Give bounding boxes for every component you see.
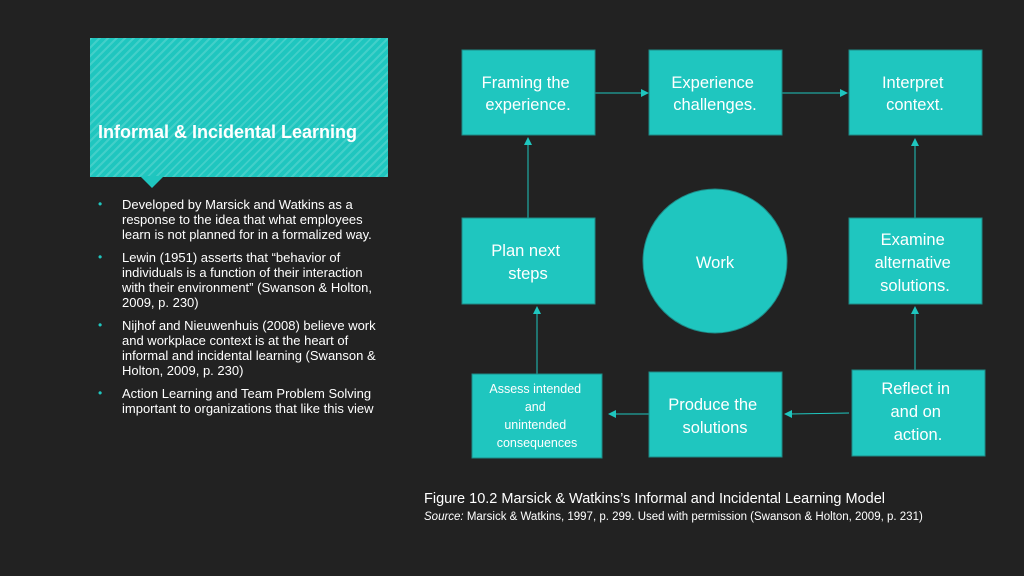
- arrow-reflect-to-produce: [789, 412, 850, 415]
- step-examine-box: [848, 217, 983, 305]
- arrow-head-icon: [911, 306, 919, 314]
- figure-source: Source: Marsick & Watkins, 1997, p. 299.…: [424, 510, 1020, 524]
- arrow-head-icon: [524, 137, 532, 145]
- step-assess-label: Assess intended and unintended consequen…: [489, 382, 584, 450]
- arrow-head-icon: [840, 89, 848, 97]
- bullet-text: Nijhof and Nieuwenhuis (2008) believe wo…: [122, 318, 376, 378]
- step-reflect-box: [851, 369, 986, 457]
- bullet-dot-icon: •: [98, 318, 103, 332]
- bullet-item: • Developed by Marsick and Watkins as a r…: [96, 197, 388, 242]
- bullet-list: • Developed by Marsick and Watkins as a r…: [96, 197, 388, 424]
- step-framing-label: Framing the experience.: [482, 74, 575, 114]
- step-experience-box: [648, 49, 783, 136]
- arrow-head-icon: [911, 138, 919, 146]
- bullet-item: • Lewin (1951) asserts that “behavior of …: [96, 250, 388, 310]
- step-examine-label: Examine alternative solutions.: [875, 231, 956, 295]
- bullet-dot-icon: •: [98, 386, 103, 400]
- step-plan-box: [461, 217, 596, 305]
- step-reflect-label: Reflect in and on action.: [881, 380, 954, 444]
- arrow-head-icon: [784, 410, 792, 418]
- step-produce-label: Produce the solutions: [668, 396, 762, 437]
- bullet-item: • Action Learning and Team Problem Solvin…: [96, 386, 388, 416]
- step-interpret-label: Interpret context.: [882, 74, 948, 114]
- figure-caption: Figure 10.2 Marsick & Watkins’s Informal…: [424, 491, 885, 507]
- step-interpret-box: [848, 49, 983, 136]
- bullet-item: • Nijhof and Nieuwenhuis (2008) believe w…: [96, 318, 388, 378]
- bullet-dot-icon: •: [98, 250, 103, 264]
- arrow-head-icon: [608, 410, 616, 418]
- title-banner-pointer: [140, 176, 164, 188]
- bullet-text: Lewin (1951) asserts that “behavior of i…: [122, 250, 373, 310]
- step-experience-label: Experience challenges.: [671, 74, 758, 114]
- source-label: Source:: [424, 511, 464, 523]
- step-plan-label: Plan next steps: [491, 242, 564, 283]
- step-framing-box: [461, 49, 596, 136]
- work-center-label: Work: [696, 254, 735, 272]
- arrow-head-icon: [641, 89, 649, 97]
- bullet-text: Action Learning and Team Problem Solving…: [122, 386, 374, 416]
- step-assess-box: [471, 373, 603, 459]
- source-text: Marsick & Watkins, 1997, p. 299. Used wi…: [463, 511, 923, 523]
- slide-title: Informal & Incidental Learning: [98, 122, 358, 142]
- title-banner: Informal & Incidental Learning: [90, 38, 388, 177]
- bullet-dot-icon: •: [98, 197, 103, 211]
- step-produce-box: [648, 371, 783, 458]
- arrow-head-icon: [533, 306, 541, 314]
- bullet-text: Developed by Marsick and Watkins as a re…: [122, 197, 372, 242]
- work-center-circle: [642, 188, 788, 334]
